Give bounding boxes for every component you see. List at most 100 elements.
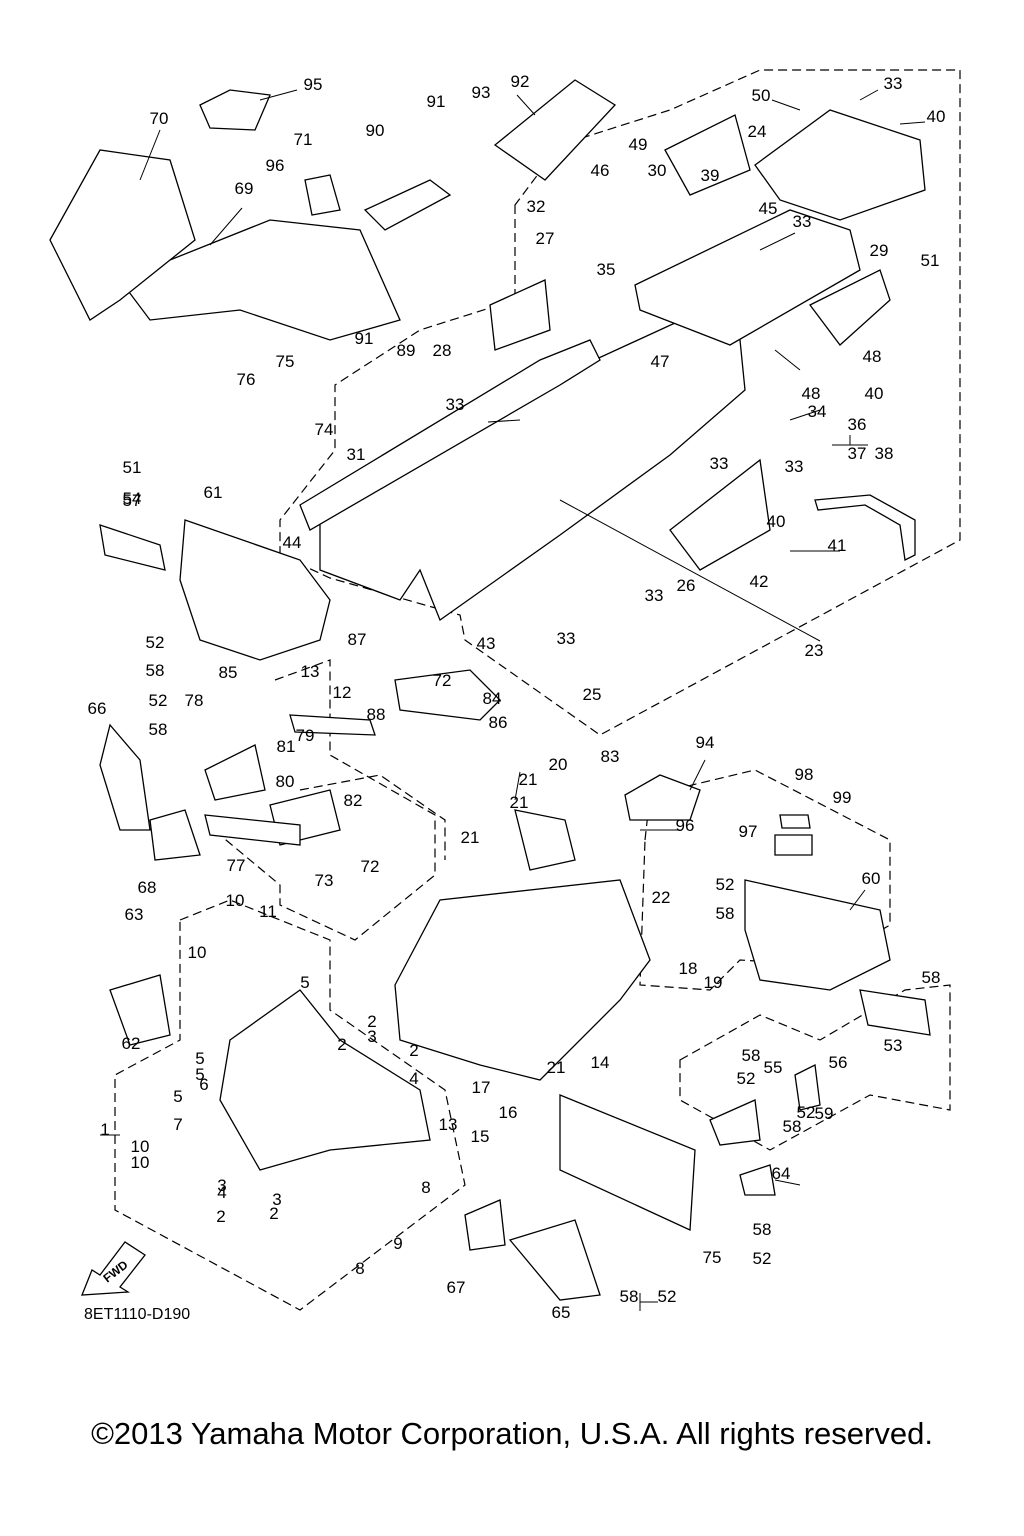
callout-33: 33 [793, 212, 812, 231]
callout-38: 38 [875, 444, 894, 463]
leader-lines [100, 89, 926, 1311]
callout-21: 21 [547, 1058, 566, 1077]
bracket-98 [779, 814, 811, 829]
callout-99: 99 [833, 788, 852, 807]
duct-65 [508, 1219, 601, 1301]
callout-10: 10 [226, 891, 245, 910]
bracket-57 [794, 1064, 821, 1111]
bracket-80 [204, 744, 266, 801]
callout-3: 3 [367, 1027, 376, 1046]
cover-66 [99, 723, 151, 831]
callout-91: 91 [427, 92, 446, 111]
bracket-62 [109, 974, 171, 1046]
callout-33: 33 [785, 457, 804, 476]
front-tunnel-rail [299, 339, 601, 531]
callout-69: 69 [235, 179, 254, 198]
callout-72: 72 [361, 857, 380, 876]
bracket-97 [774, 834, 813, 856]
rear-bumper-plate [754, 109, 926, 221]
callout-26: 26 [677, 576, 696, 595]
bracket-49 [809, 269, 891, 346]
callout-68: 68 [138, 878, 157, 897]
callout-31: 31 [347, 445, 366, 464]
callout-35: 35 [597, 260, 616, 279]
callout-2: 2 [269, 1204, 278, 1223]
callout-55: 55 [764, 1058, 783, 1077]
callout-87: 87 [348, 630, 367, 649]
callout-5: 5 [300, 973, 309, 992]
callout-5: 5 [173, 1087, 182, 1106]
guard-60 [744, 879, 891, 991]
callout-94: 94 [696, 733, 715, 752]
callout-96: 96 [266, 156, 285, 175]
callout-34: 34 [808, 402, 827, 421]
callout-14: 14 [591, 1053, 610, 1072]
callout-12: 12 [333, 683, 352, 702]
callout-33: 33 [557, 629, 576, 648]
callout-8: 8 [355, 1259, 364, 1278]
callout-62: 62 [122, 1034, 141, 1053]
callout-4: 4 [409, 1069, 418, 1088]
callout-2: 2 [409, 1041, 418, 1060]
copyright-notice: ©2013 Yamaha Motor Corporation, U.S.A. A… [91, 1416, 933, 1451]
callout-54: 54 [123, 489, 142, 508]
callout-52: 52 [797, 1103, 816, 1122]
callout-58: 58 [716, 904, 735, 923]
callout-10: 10 [188, 943, 207, 962]
callout-33: 33 [710, 454, 729, 473]
ring-64 [739, 1164, 776, 1196]
callout-47: 47 [651, 352, 670, 371]
front-suspension-frame [219, 989, 431, 1171]
callout-40: 40 [865, 384, 884, 403]
callout-5: 5 [195, 1049, 204, 1068]
fwd-arrow-icon: FWD [81, 1241, 146, 1296]
callout-3: 3 [217, 1176, 226, 1195]
callout-19: 19 [704, 973, 723, 992]
callout-71: 71 [294, 130, 313, 149]
callout-4: 4 [217, 1183, 226, 1202]
callout-59: 59 [815, 1104, 834, 1123]
callout-81: 81 [277, 737, 296, 756]
callout-77: 77 [227, 856, 246, 875]
rod-37 [814, 494, 916, 561]
engine-cradle [394, 879, 651, 1081]
callout-80: 80 [276, 772, 295, 791]
callout-58: 58 [149, 720, 168, 739]
guard-61 [179, 519, 331, 661]
plate-55 [99, 524, 166, 571]
callout-58: 58 [783, 1117, 802, 1136]
callout-75: 75 [703, 1248, 722, 1267]
steering-support-69 [118, 219, 401, 341]
callout-33: 33 [446, 395, 465, 414]
callout-25: 25 [583, 685, 602, 704]
callout-20: 20 [549, 755, 568, 774]
plate-86 [394, 669, 501, 721]
callout-83: 83 [601, 747, 620, 766]
rear-tunnel-section [634, 209, 861, 346]
callout-58: 58 [753, 1220, 772, 1239]
callout-6: 6 [199, 1075, 208, 1094]
callout-45: 45 [759, 199, 778, 218]
callout-86: 86 [489, 713, 508, 732]
callout-49: 49 [629, 135, 648, 154]
seat-bracket-92 [493, 79, 617, 181]
bar-12 [289, 714, 376, 736]
callout-labels: 1222223334455556788910101010111213131415… [88, 72, 946, 1322]
callout-92: 92 [511, 72, 530, 91]
callout-91: 91 [355, 329, 374, 348]
callout-52: 52 [146, 633, 165, 652]
callout-41: 41 [828, 536, 847, 555]
callout-52: 52 [753, 1249, 772, 1268]
callout-51: 51 [921, 251, 940, 270]
callout-58: 58 [922, 968, 941, 987]
cover-94 [624, 774, 701, 821]
callout-9: 9 [393, 1234, 402, 1253]
callout-58: 58 [742, 1046, 761, 1065]
callout-74: 74 [315, 420, 334, 439]
callout-33: 33 [884, 74, 903, 93]
callout-48: 48 [802, 384, 821, 403]
callout-52: 52 [658, 1287, 677, 1306]
callout-93: 93 [472, 83, 491, 102]
callout-1: 1 [100, 1120, 109, 1139]
bracket-77 [204, 814, 301, 846]
